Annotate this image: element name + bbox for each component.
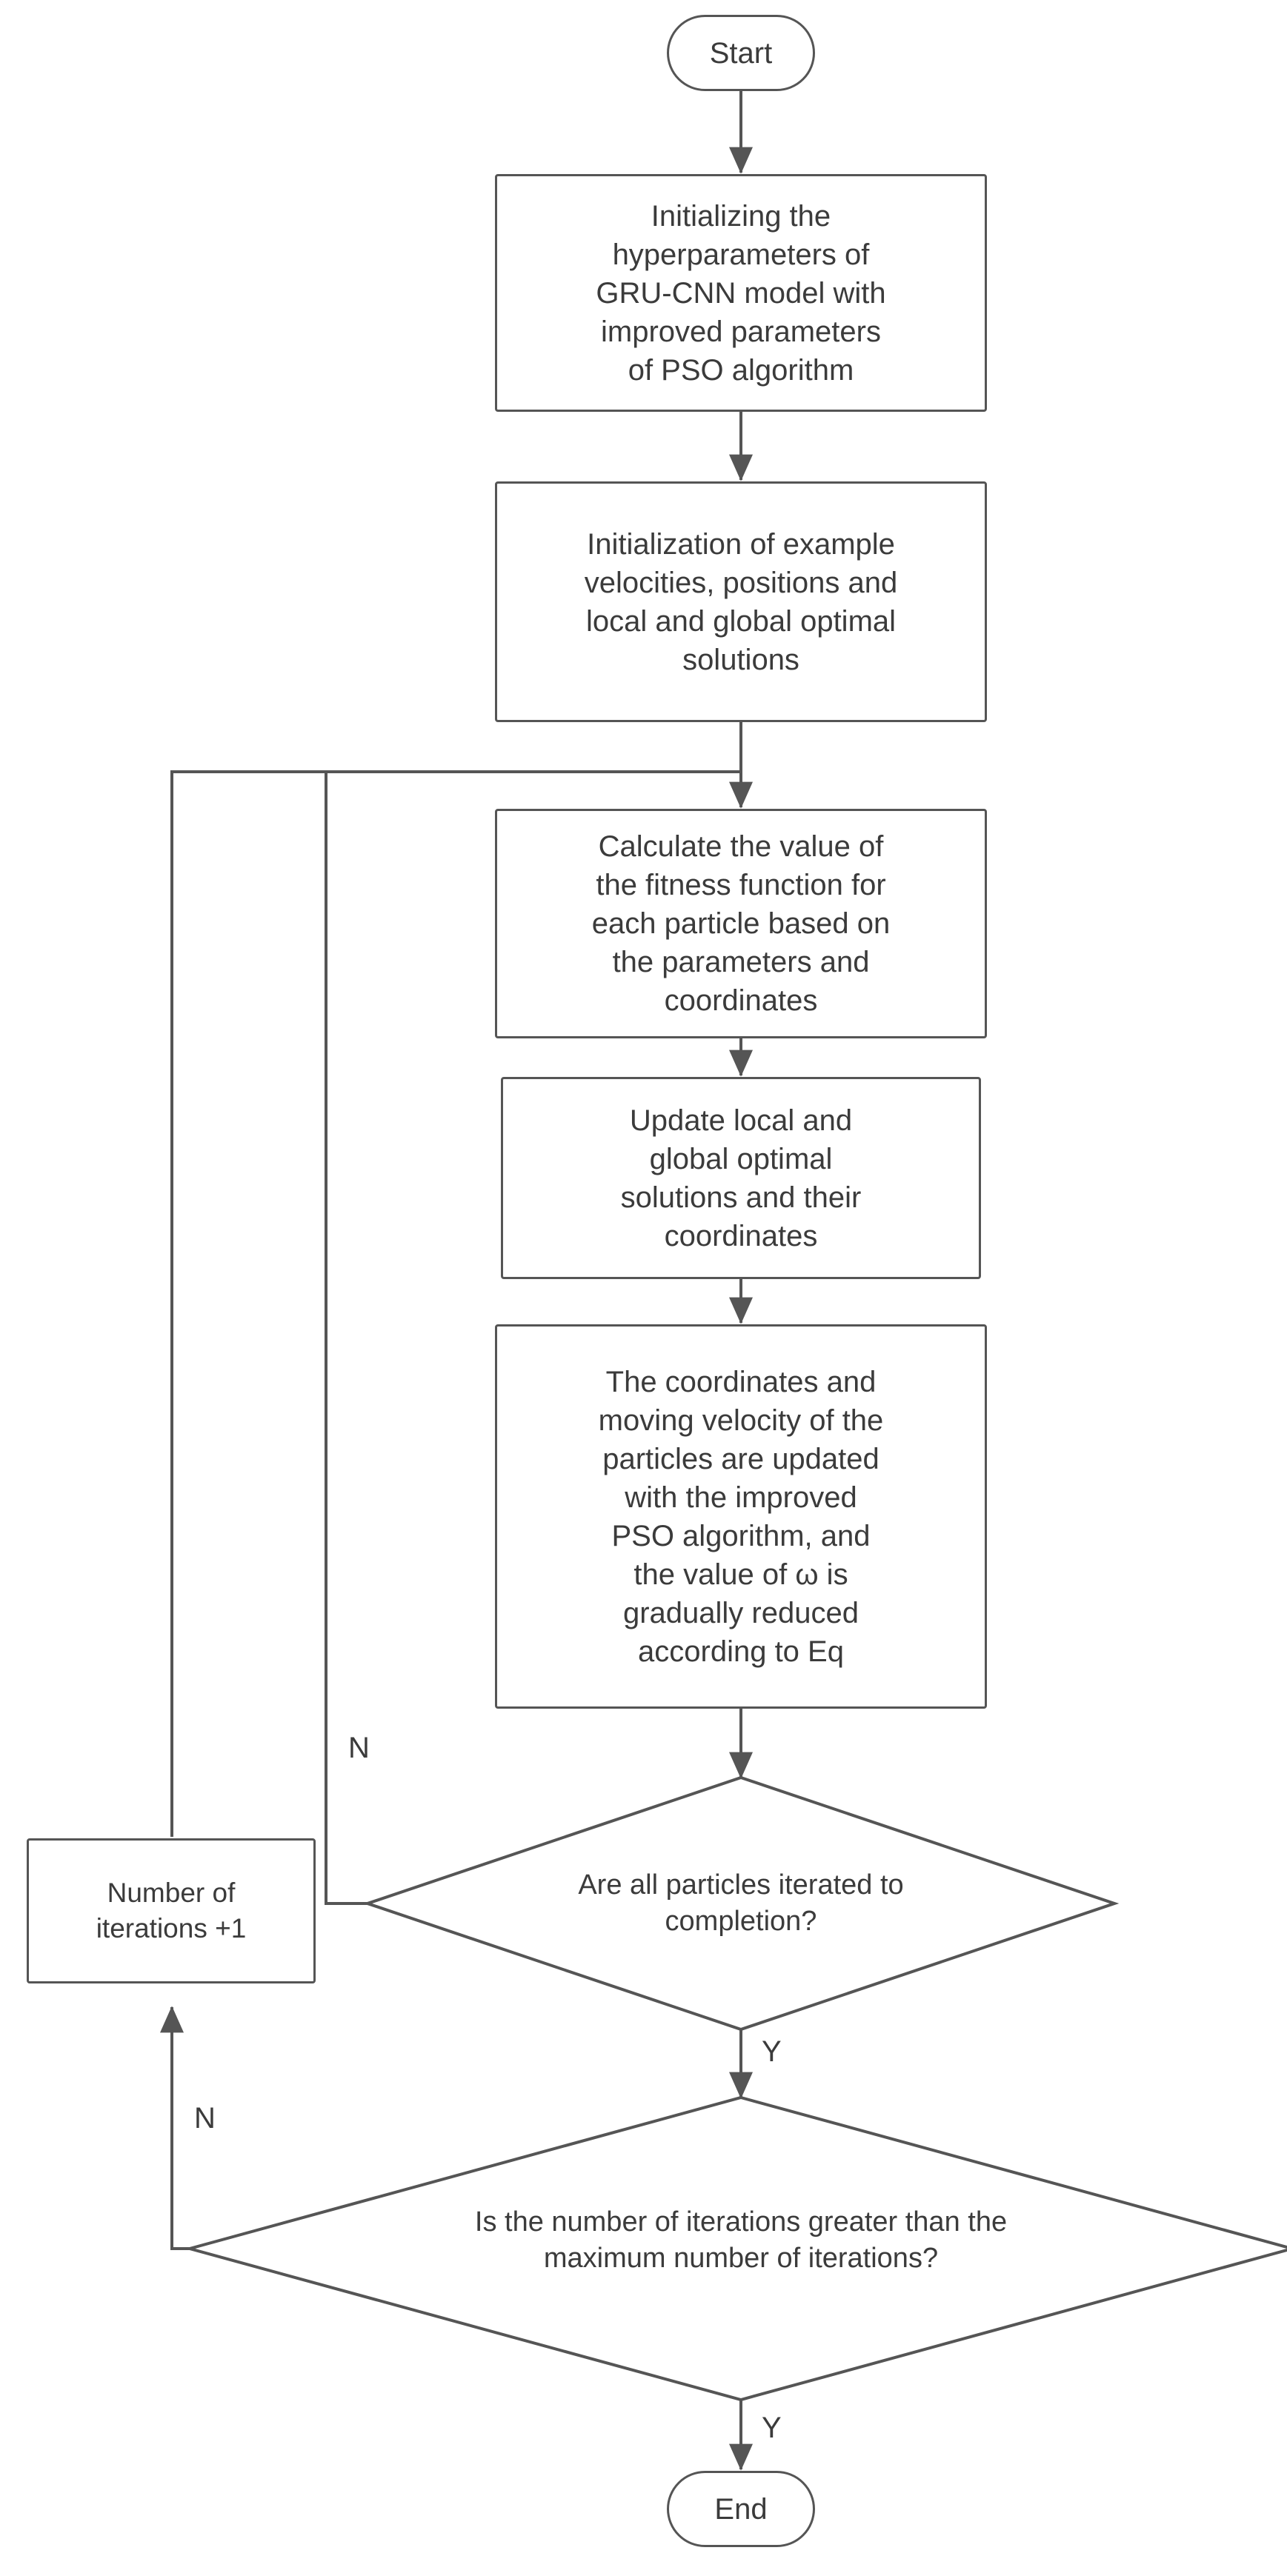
node-init-example[interactable]: Initialization of example velocities, po… [495, 481, 987, 722]
node-init-hyper-label: Initializing the hyperparameters of GRU-… [596, 199, 886, 387]
node-iteration-increment-label: Number of iterations +1 [96, 1877, 247, 1943]
node-iteration-increment[interactable]: Number of iterations +1 [27, 1838, 316, 1983]
node-calc-fitness[interactable]: Calculate the value of the fitness funct… [495, 809, 987, 1038]
node-end[interactable]: End [667, 2471, 815, 2547]
edge-label-particles-yes: Y [762, 2035, 782, 2068]
node-update-particles-label: The coordinates and moving velocity of t… [598, 1365, 884, 1668]
node-calc-fitness-label: Calculate the value of the fitness funct… [591, 830, 891, 1017]
node-update-optimal[interactable]: Update local and global optimal solution… [501, 1077, 981, 1279]
edge-label-particles-no: N [348, 1732, 370, 1764]
node-init-hyper[interactable]: Initializing the hyperparameters of GRU-… [495, 174, 987, 412]
node-start-label: Start [709, 36, 773, 70]
node-update-particles[interactable]: The coordinates and moving velocity of t… [495, 1324, 987, 1709]
node-decision-maxiter[interactable] [185, 2093, 1287, 2404]
node-end-label: End [714, 2492, 768, 2526]
node-init-example-label: Initialization of example velocities, po… [584, 527, 898, 676]
edge-label-maxiter-no: N [194, 2102, 216, 2135]
edge-iteration-box-to-loop [170, 770, 326, 1837]
edge-label-maxiter-yes: Y [762, 2412, 782, 2444]
node-start[interactable]: Start [667, 15, 815, 91]
node-decision-particles[interactable] [363, 1773, 1119, 2034]
node-update-optimal-label: Update local and global optimal solution… [620, 1104, 862, 1252]
